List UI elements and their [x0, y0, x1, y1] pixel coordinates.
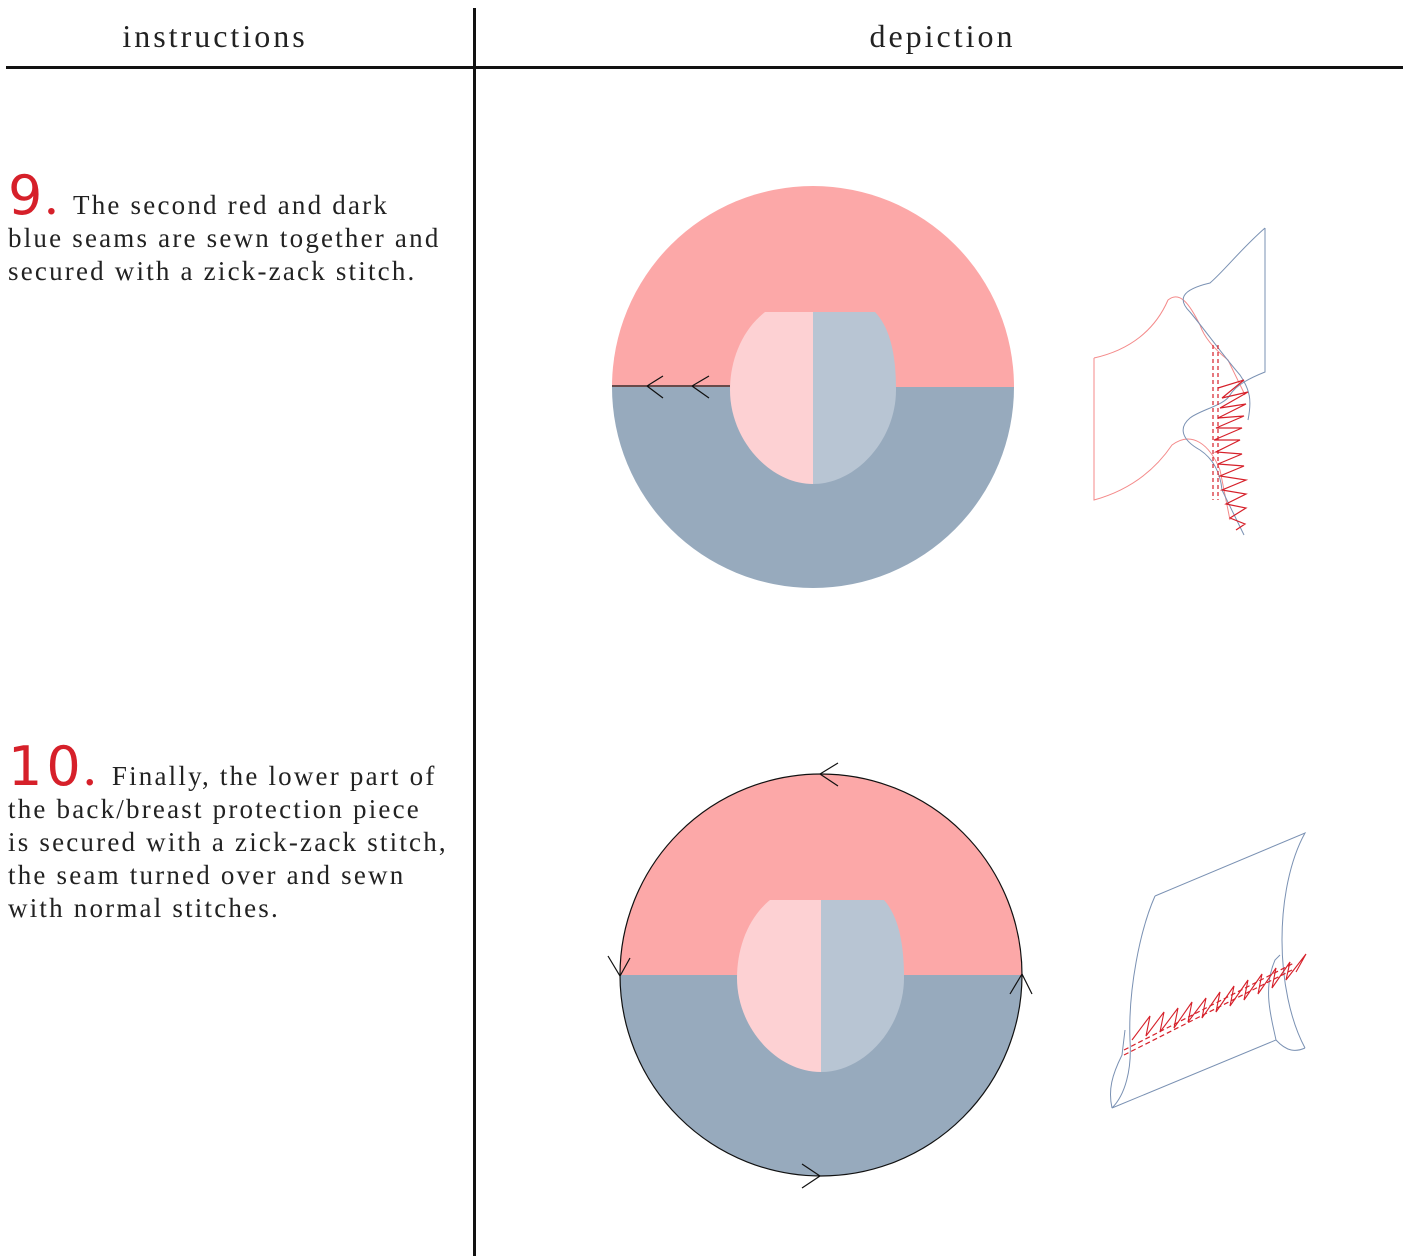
step-9-blue-half — [612, 387, 1014, 588]
step-10-zigzag-stitch — [1131, 953, 1307, 1041]
header-divider — [6, 66, 1403, 69]
step-9-number: 9 — [8, 164, 47, 227]
step-10-text: Finally, the lower part of the back/brea… — [8, 761, 448, 923]
step-9-red-half — [612, 186, 1014, 387]
step-9-seam-detail — [1093, 227, 1266, 536]
instructions-header: instructions — [122, 18, 308, 54]
column-divider — [473, 8, 476, 1256]
step-10-dot: . — [84, 749, 97, 794]
step-10-circle-diagram — [607, 762, 1033, 1189]
step-10-stitch-guide — [1123, 969, 1293, 1056]
step-10-arrow-icon — [818, 762, 839, 787]
step-9-dot: . — [46, 178, 59, 223]
step-9-zigzag-stitch — [1213, 379, 1249, 531]
step-9-instruction: 9. The second red and dark blue seams ar… — [8, 169, 448, 288]
step-10-red-half — [620, 774, 1022, 975]
step-10-neck-light-red — [737, 900, 821, 1072]
step-10-number: 10 — [8, 735, 85, 798]
step-10-seam-detail — [1109, 831, 1307, 1109]
step-9-arrow-icon — [690, 375, 710, 399]
step-9-arrow-icon — [645, 375, 664, 399]
step-10-fabric-outline — [1109, 831, 1307, 1109]
step-9-circle-diagram — [612, 186, 1014, 588]
step-9-red-fabric-outline — [1093, 296, 1246, 521]
step-9-blue-fabric-outline — [1182, 227, 1266, 536]
step-10-instruction: 10. Finally, the lower part of the back/… — [8, 740, 448, 925]
step-10-arrow-icon — [801, 1163, 822, 1189]
step-9-neck-light-blue — [813, 312, 896, 484]
depiction-header: depiction — [869, 18, 1016, 54]
step-10-arrow-icon — [1009, 972, 1033, 995]
step-10-stitch-guide — [1123, 962, 1295, 1051]
step-10-neck-light-blue — [821, 900, 904, 1072]
step-10-blue-half — [620, 975, 1022, 1176]
step-9-text: The second red and dark blue seams are s… — [8, 190, 441, 286]
step-10-arrow-icon — [607, 955, 631, 978]
step-9-neck-light-red — [730, 312, 813, 484]
